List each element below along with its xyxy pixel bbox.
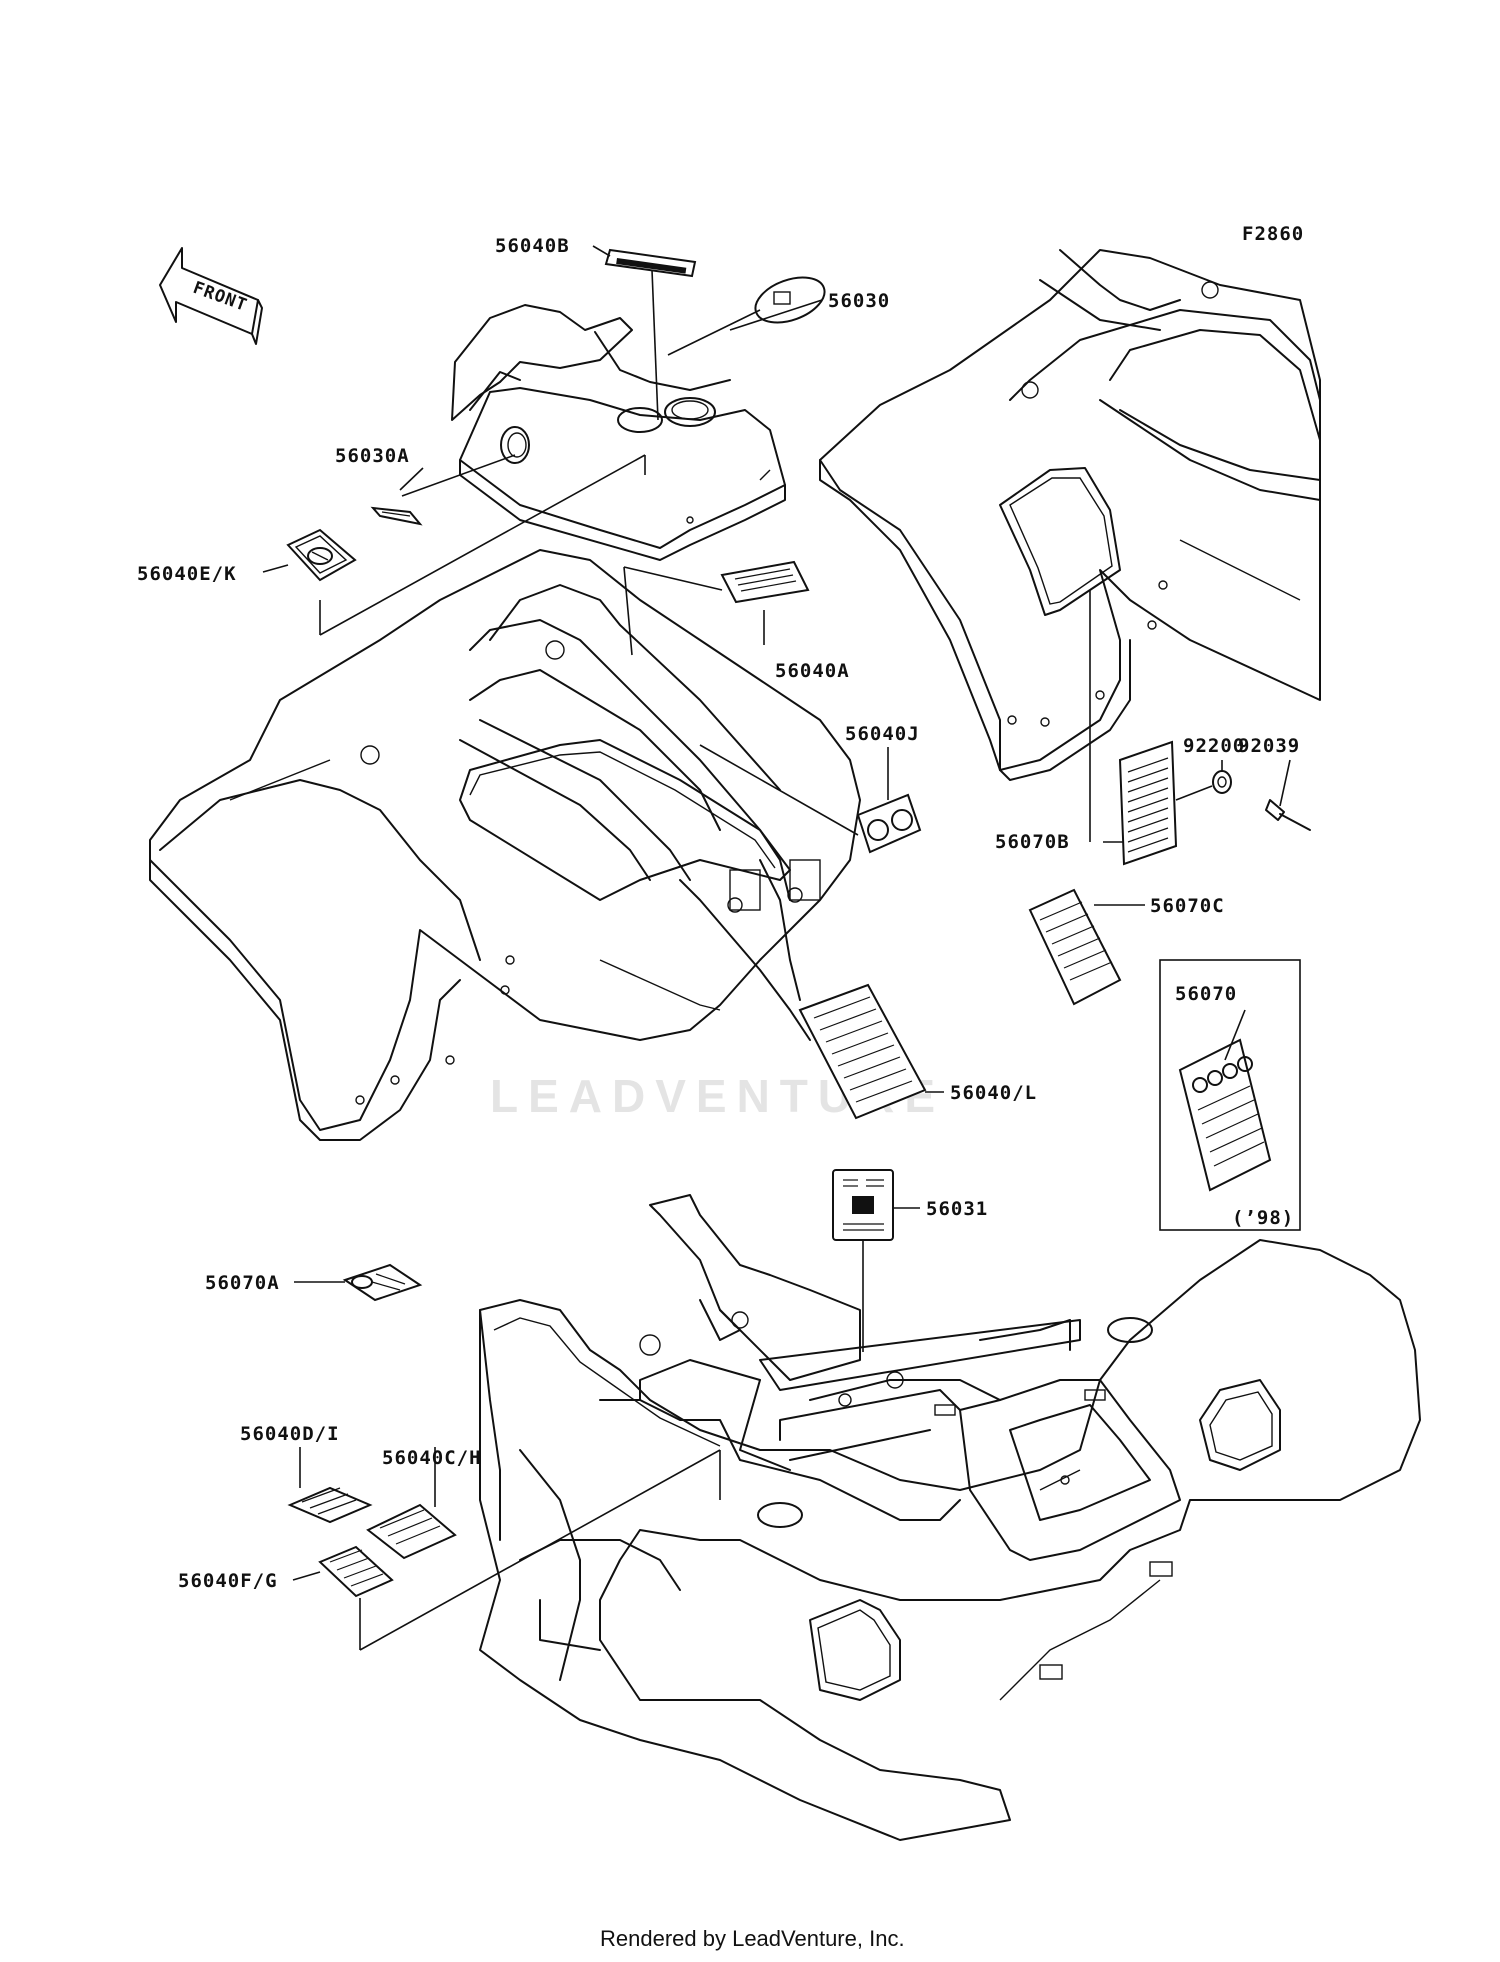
front-fender-assembly [149,304,861,1141]
part-92200-washer[interactable] [1212,770,1232,794]
callout-56030[interactable]: 56030 [828,290,890,312]
decal-56040DI[interactable] [287,1486,373,1524]
decal-56040A[interactable] [720,560,810,604]
callout-56070C[interactable]: 56070C [1150,895,1225,917]
callout-56040L[interactable]: 56040/L [950,1082,1037,1104]
callout-92039[interactable]: 92039 [1238,735,1300,757]
decal-56030A[interactable] [370,506,423,526]
inset-year: (’98) [1232,1207,1294,1229]
callout-56031[interactable]: 56031 [926,1198,988,1220]
decal-56031[interactable] [832,1169,894,1241]
decal-56040FG[interactable] [318,1545,394,1598]
decal-56040L[interactable] [798,983,927,1120]
diagram-code: F2860 [1242,223,1304,245]
callout-56070[interactable]: 56070 [1175,983,1237,1005]
rear-fender-assembly [479,1194,1421,1841]
part-92039-rivet[interactable] [1265,799,1311,831]
decal-56030[interactable] [749,269,830,331]
decal-56040CH[interactable] [366,1503,457,1560]
callout-56040B[interactable]: 56040B [495,235,570,257]
callout-56040CH[interactable]: 56040C/H [382,1447,482,1469]
decal-56040J[interactable] [856,793,922,854]
callout-92200[interactable]: 92200 [1183,735,1245,757]
callout-56030A[interactable]: 56030A [335,445,410,467]
callout-56040A[interactable]: 56040A [775,660,850,682]
callout-56040DI[interactable]: 56040D/I [240,1423,340,1445]
callout-56040EK[interactable]: 56040E/K [137,563,237,585]
decal-56070[interactable] [1178,1038,1272,1192]
fender-top-view [819,249,1321,781]
inset-box-56070: (’98) [1159,959,1301,1231]
callout-56070A[interactable]: 56070A [205,1272,280,1294]
decal-56070C[interactable] [1028,888,1122,1006]
decal-56040B[interactable] [604,248,697,278]
callout-labels: 56040B 56030 56030A 56040E/K 56040A 5604… [137,235,1300,1592]
footer-credit: Rendered by LeadVenture, Inc. [600,1926,905,1951]
callout-56070B[interactable]: 56070B [995,831,1070,853]
decal-56070A[interactable] [342,1263,423,1302]
callout-56040FG[interactable]: 56040F/G [178,1570,278,1592]
decal-56070B[interactable] [1118,740,1178,866]
callout-56040J[interactable]: 56040J [845,723,920,745]
leader-lines [262,245,1291,1651]
decal-56040EK[interactable] [286,528,357,582]
front-arrow-icon: FRONT [159,247,263,345]
